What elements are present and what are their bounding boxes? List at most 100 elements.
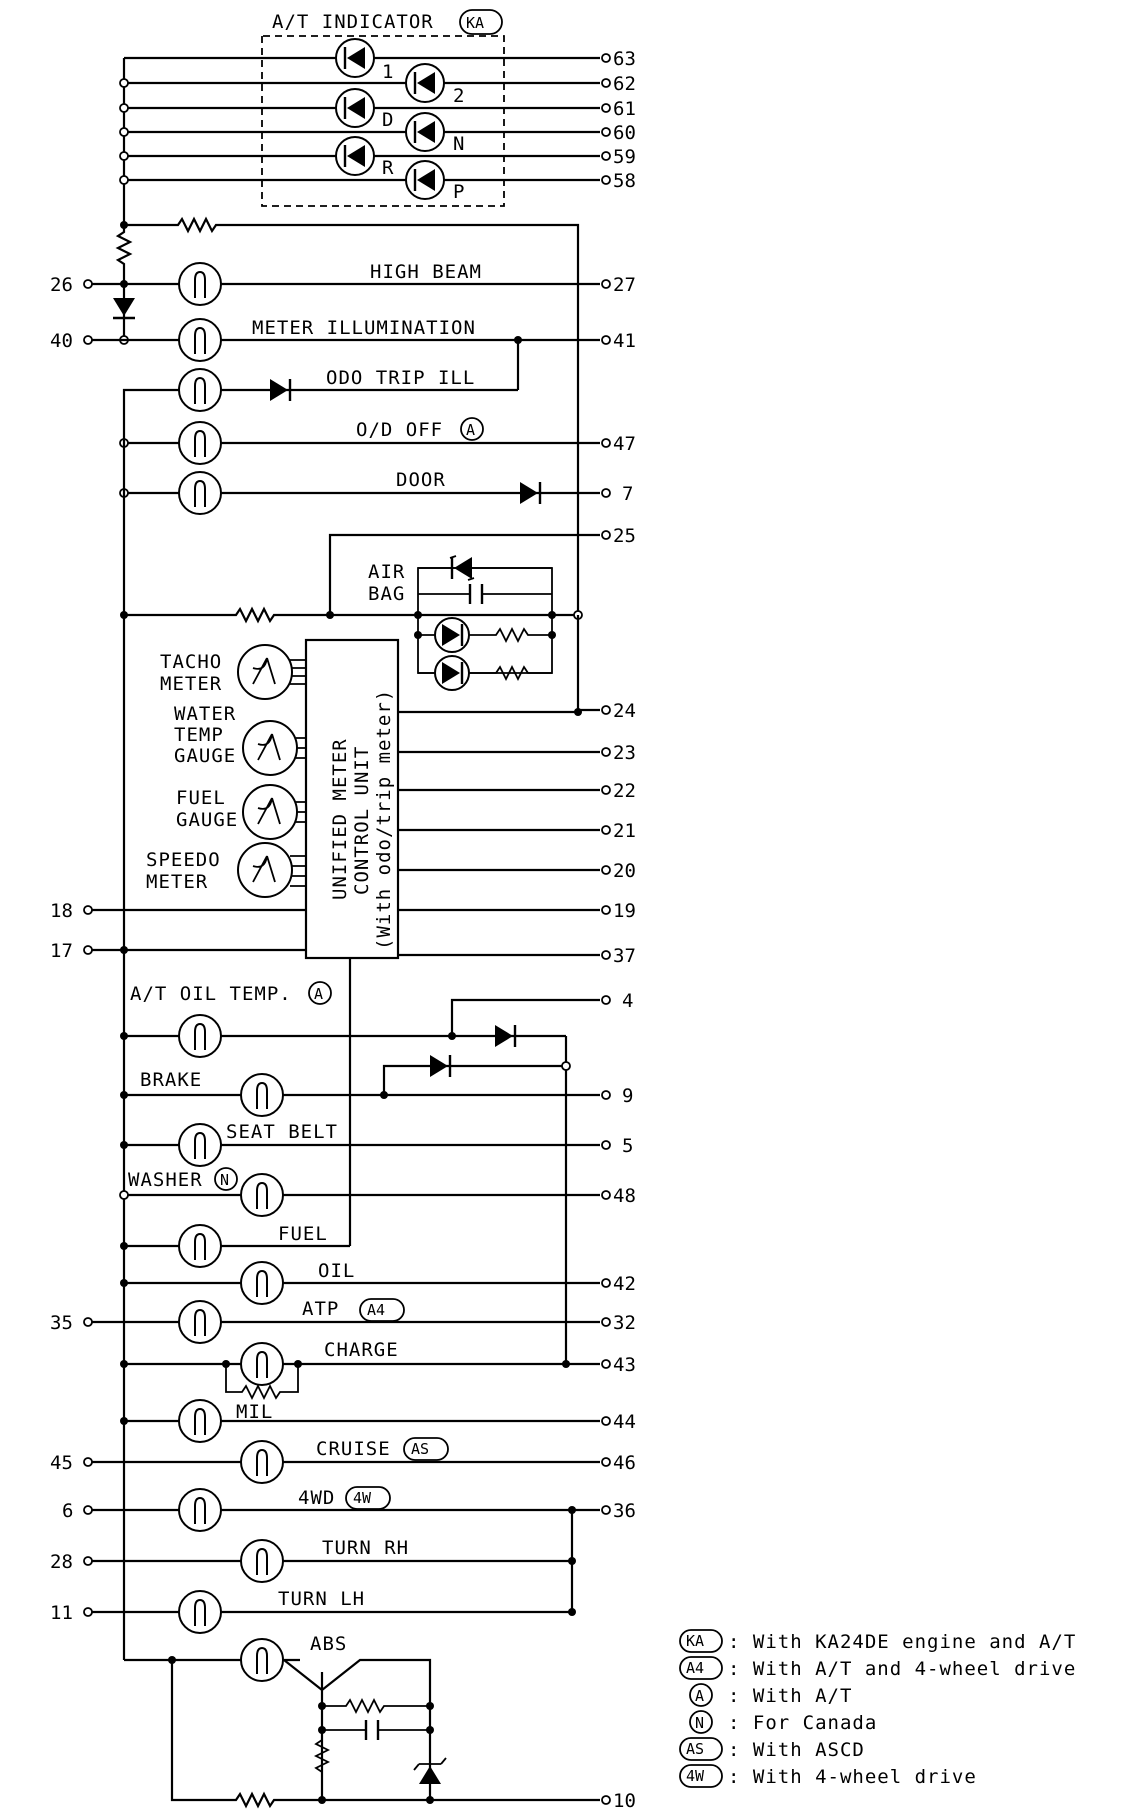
legend-code-a4: A4 xyxy=(686,1659,704,1677)
led-d: D xyxy=(335,88,393,131)
turn-lh-label: TURN LH xyxy=(278,1588,365,1610)
legend-text-a: : With A/T xyxy=(728,1685,852,1707)
oil-label: OIL xyxy=(318,1260,355,1282)
legend-text-n: : For Canada xyxy=(728,1712,877,1734)
terminal-41: 41 xyxy=(613,330,636,352)
air-bag-network: AIR BAG xyxy=(120,533,600,691)
cruise-row: CRUISE AS xyxy=(92,1437,600,1484)
left-terminals: 26 40 18 17 35 45 6 28 11 xyxy=(50,274,93,1624)
led-n: N xyxy=(405,112,464,155)
led-1-label: 1 xyxy=(382,61,393,83)
terminal-7: 7 xyxy=(622,483,633,505)
cruise-label: CRUISE xyxy=(316,1438,391,1460)
at-oil-temp-badge: A xyxy=(314,985,323,1003)
atp-label: ATP xyxy=(302,1298,339,1320)
terminal-22: 22 xyxy=(613,780,636,802)
terminal-46: 46 xyxy=(613,1452,636,1474)
terminal-26: 26 xyxy=(50,274,73,296)
terminal-21: 21 xyxy=(613,820,636,842)
right-terminals: 27 41 47 7 25 24 23 22 21 20 19 37 4 9 5… xyxy=(601,274,636,1812)
terminal-40: 40 xyxy=(50,330,73,352)
led-r: R xyxy=(335,136,394,179)
terminal-24: 24 xyxy=(613,700,636,722)
meter-illumination-label: METER ILLUMINATION xyxy=(252,317,476,339)
tacho-label-1: TACHO xyxy=(160,651,222,673)
door-row: DOOR xyxy=(119,469,600,515)
washer-badge: N xyxy=(220,1171,229,1189)
led-n-label: N xyxy=(453,133,464,155)
fuel-gauge: FUEL GAUGE xyxy=(176,784,306,840)
terminal-17: 17 xyxy=(50,940,73,962)
legend-code-4w: 4W xyxy=(686,1767,705,1785)
charge-row: CHARGE xyxy=(120,1339,600,1401)
terminal-9: 9 xyxy=(622,1085,633,1107)
legend-code-a: A xyxy=(695,1687,704,1705)
top-resistor-line xyxy=(124,216,580,615)
water-temp-gauge: WATER TEMP GAUGE xyxy=(174,703,306,776)
terminal-36: 36 xyxy=(613,1500,636,1522)
air-bag-label-2: BAG xyxy=(368,583,405,605)
terminal-58: 58 xyxy=(613,170,636,192)
odo-trip-row: ODO TRIP ILL xyxy=(122,367,518,440)
terminal-28: 28 xyxy=(50,1551,73,1573)
terminal-60: 60 xyxy=(613,122,636,144)
legend-code-n: N xyxy=(695,1714,704,1732)
oil-row: OIL xyxy=(120,1260,600,1305)
high-beam-row: HIGH BEAM xyxy=(92,261,600,306)
air-bag-label-1: AIR xyxy=(368,561,405,583)
atp-row: ATP A4 xyxy=(92,1298,600,1344)
led-2-label: 2 xyxy=(453,85,464,107)
terminal-11: 11 xyxy=(50,1602,73,1624)
abs-network: ABS xyxy=(124,1633,600,1809)
at-left-bus xyxy=(119,58,129,229)
at-indicator-title: A/T INDICATOR xyxy=(272,11,434,33)
turn-rh-row: TURN RH xyxy=(92,1537,576,1583)
mil-row: MIL xyxy=(120,1399,600,1443)
led-1: 1 xyxy=(335,38,393,83)
terminal-45: 45 xyxy=(50,1452,73,1474)
fwd-row: 4WD 4W xyxy=(92,1486,600,1612)
terminal-5: 5 xyxy=(622,1135,633,1157)
legend-text-4w: : With 4-wheel drive xyxy=(728,1766,977,1788)
cu-line3: (With odo/trip meter) xyxy=(373,689,395,950)
terminal-27: 27 xyxy=(613,274,636,296)
odo-trip-label: ODO TRIP ILL xyxy=(326,367,475,389)
od-off-badge: A xyxy=(466,421,475,439)
od-off-label: O/D OFF xyxy=(356,419,443,441)
turn-rh-label: TURN RH xyxy=(322,1537,409,1559)
at-indicator-badge: KA xyxy=(459,9,503,35)
at-terminals: 63 62 61 60 59 58 xyxy=(601,48,636,192)
terminal-35: 35 xyxy=(50,1312,73,1334)
led-r-label: R xyxy=(382,157,394,179)
speedo-label-2: METER xyxy=(146,871,208,893)
terminal-62: 62 xyxy=(613,73,636,95)
at-oil-temp-row: A/T OIL TEMP. A xyxy=(120,981,600,1066)
badge-ka-text: KA xyxy=(466,14,484,32)
fuel-gauge-label-1: FUEL xyxy=(176,787,226,809)
tacho-label-2: METER xyxy=(160,673,222,695)
terminal-48: 48 xyxy=(613,1185,636,1207)
high-beam-label: HIGH BEAM xyxy=(370,261,482,283)
cu-line2: CONTROL UNIT xyxy=(351,746,373,895)
terminal-32: 32 xyxy=(613,1312,636,1334)
terminal-44: 44 xyxy=(613,1411,636,1433)
at-oil-temp-label: A/T OIL TEMP. xyxy=(130,983,292,1005)
legend: KA : With KA24DE engine and A/T A4 : Wit… xyxy=(679,1629,1075,1788)
terminal-4: 4 xyxy=(622,990,633,1012)
led-2: 2 xyxy=(405,63,464,107)
terminal-10: 10 xyxy=(613,1790,636,1812)
speedo-label-1: SPEEDO xyxy=(146,849,221,871)
mil-label: MIL xyxy=(236,1401,273,1423)
fuel-label: FUEL xyxy=(278,1223,328,1245)
legend-code-ka: KA xyxy=(686,1632,704,1650)
terminal-43: 43 xyxy=(613,1354,636,1376)
legend-code-as: AS xyxy=(686,1740,704,1758)
fwd-badge: 4W xyxy=(353,1489,372,1507)
water-label-3: GAUGE xyxy=(174,745,236,767)
speedo-meter: SPEEDO METER xyxy=(146,842,306,898)
terminal-18: 18 xyxy=(50,900,73,922)
at-indicator-box xyxy=(261,35,505,207)
fuel-row: FUEL xyxy=(120,1223,350,1268)
terminal-20: 20 xyxy=(613,860,636,882)
